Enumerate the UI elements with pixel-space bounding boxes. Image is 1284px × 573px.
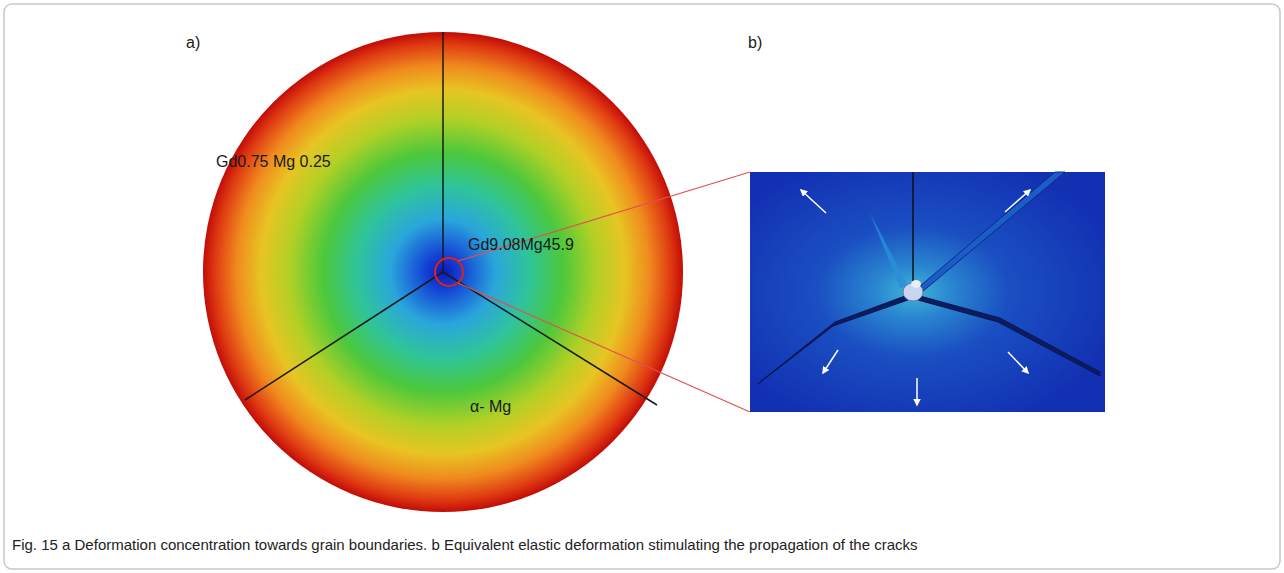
figure-frame	[4, 4, 1280, 569]
expansion-arrows	[801, 190, 1030, 405]
zoom-lines	[458, 172, 750, 412]
figure-caption: Fig. 15 a Deformation concentration towa…	[12, 536, 918, 554]
stress-disc	[203, 32, 683, 512]
panel-letter: a)	[186, 34, 200, 52]
zoom-panel	[750, 172, 1105, 412]
grain-boundaries	[245, 32, 657, 405]
crack-shapes	[758, 172, 1100, 384]
phase-label: α- Mg	[470, 398, 511, 416]
zoom-marker	[435, 258, 463, 286]
phase-label: Gd9.08Mg45.9	[468, 236, 574, 254]
phase-label: Gd0.75 Mg 0.25	[216, 153, 331, 171]
panel-letter: b)	[748, 34, 762, 52]
